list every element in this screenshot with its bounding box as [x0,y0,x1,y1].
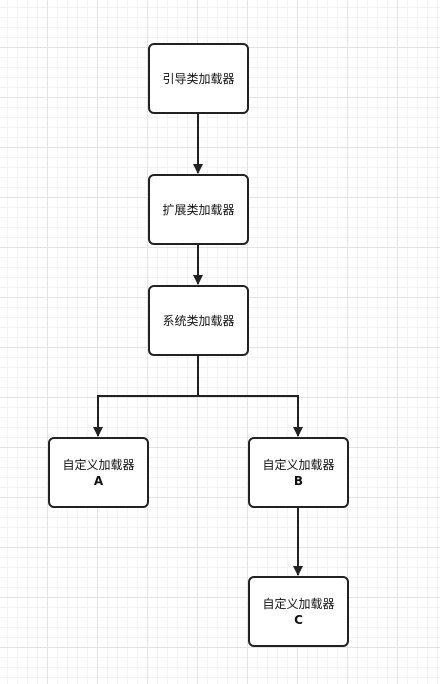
extension-classloader-node[interactable]: 扩展类加载器 [148,174,249,245]
custom-loader-a-id: A [93,473,104,488]
extension-classloader-label: 扩展类加载器 [162,202,235,217]
custom-loader-c-node[interactable]: 自定义加载器 C [248,576,349,647]
system-classloader-node[interactable]: 系统类加载器 [148,285,249,356]
edge-system-to-custom-b [198,395,303,437]
custom-loader-a-label: 自定义加载器 [62,457,135,472]
custom-loader-b-label: 自定义加载器 [262,457,335,472]
custom-loader-b-node[interactable]: 自定义加载器 B [248,437,349,508]
custom-loader-b-id: B [293,473,304,488]
edge-system-to-custom-a [93,355,199,437]
bootstrap-classloader-node[interactable]: 引导类加载器 [148,43,249,114]
custom-loader-a-node[interactable]: 自定义加载器 A [48,437,149,508]
system-classloader-label: 系统类加载器 [162,313,235,328]
bootstrap-classloader-label: 引导类加载器 [162,71,235,86]
custom-loader-c-label: 自定义加载器 [262,596,335,611]
custom-loader-c-id: C [294,612,303,627]
